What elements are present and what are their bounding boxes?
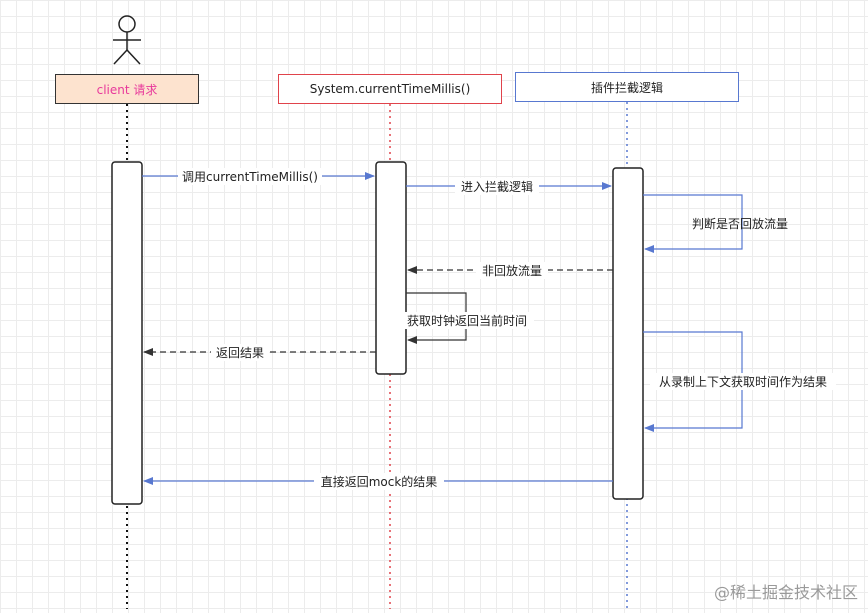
message-label-m5: 获取时钟返回当前时间: [407, 313, 527, 328]
message-label-m4: 非回放流量: [482, 263, 542, 278]
message-label-m3: 判断是否回放流量: [692, 216, 788, 231]
message-arrow-m3: [643, 194, 743, 253]
participant-system: System.currentTimeMillis(): [278, 74, 502, 104]
watermark: @稀土掘金技术社区: [713, 583, 858, 602]
message-label-m1: 调用currentTimeMillis(): [182, 170, 318, 184]
system-activation-bar: [375, 161, 407, 375]
participant-client-label: client 请求: [96, 82, 158, 97]
client-activation-bar: [111, 161, 143, 505]
participant-plugin-label: 插件拦截逻辑: [590, 80, 663, 95]
actor-icon: [113, 15, 141, 65]
message-label-m7: 从录制上下文获取时间作为结果: [659, 374, 827, 389]
participant-client: client 请求: [55, 74, 199, 104]
participant-system-label: System.currentTimeMillis(): [309, 82, 471, 96]
message-label-m2: 进入拦截逻辑: [461, 180, 533, 194]
message-label-m6: 返回结果: [216, 346, 264, 360]
message-label-m8: 直接返回mock的结果: [321, 474, 438, 489]
participant-plugin: 插件拦截逻辑: [515, 72, 739, 102]
plugin-activation-bar: [612, 167, 644, 500]
